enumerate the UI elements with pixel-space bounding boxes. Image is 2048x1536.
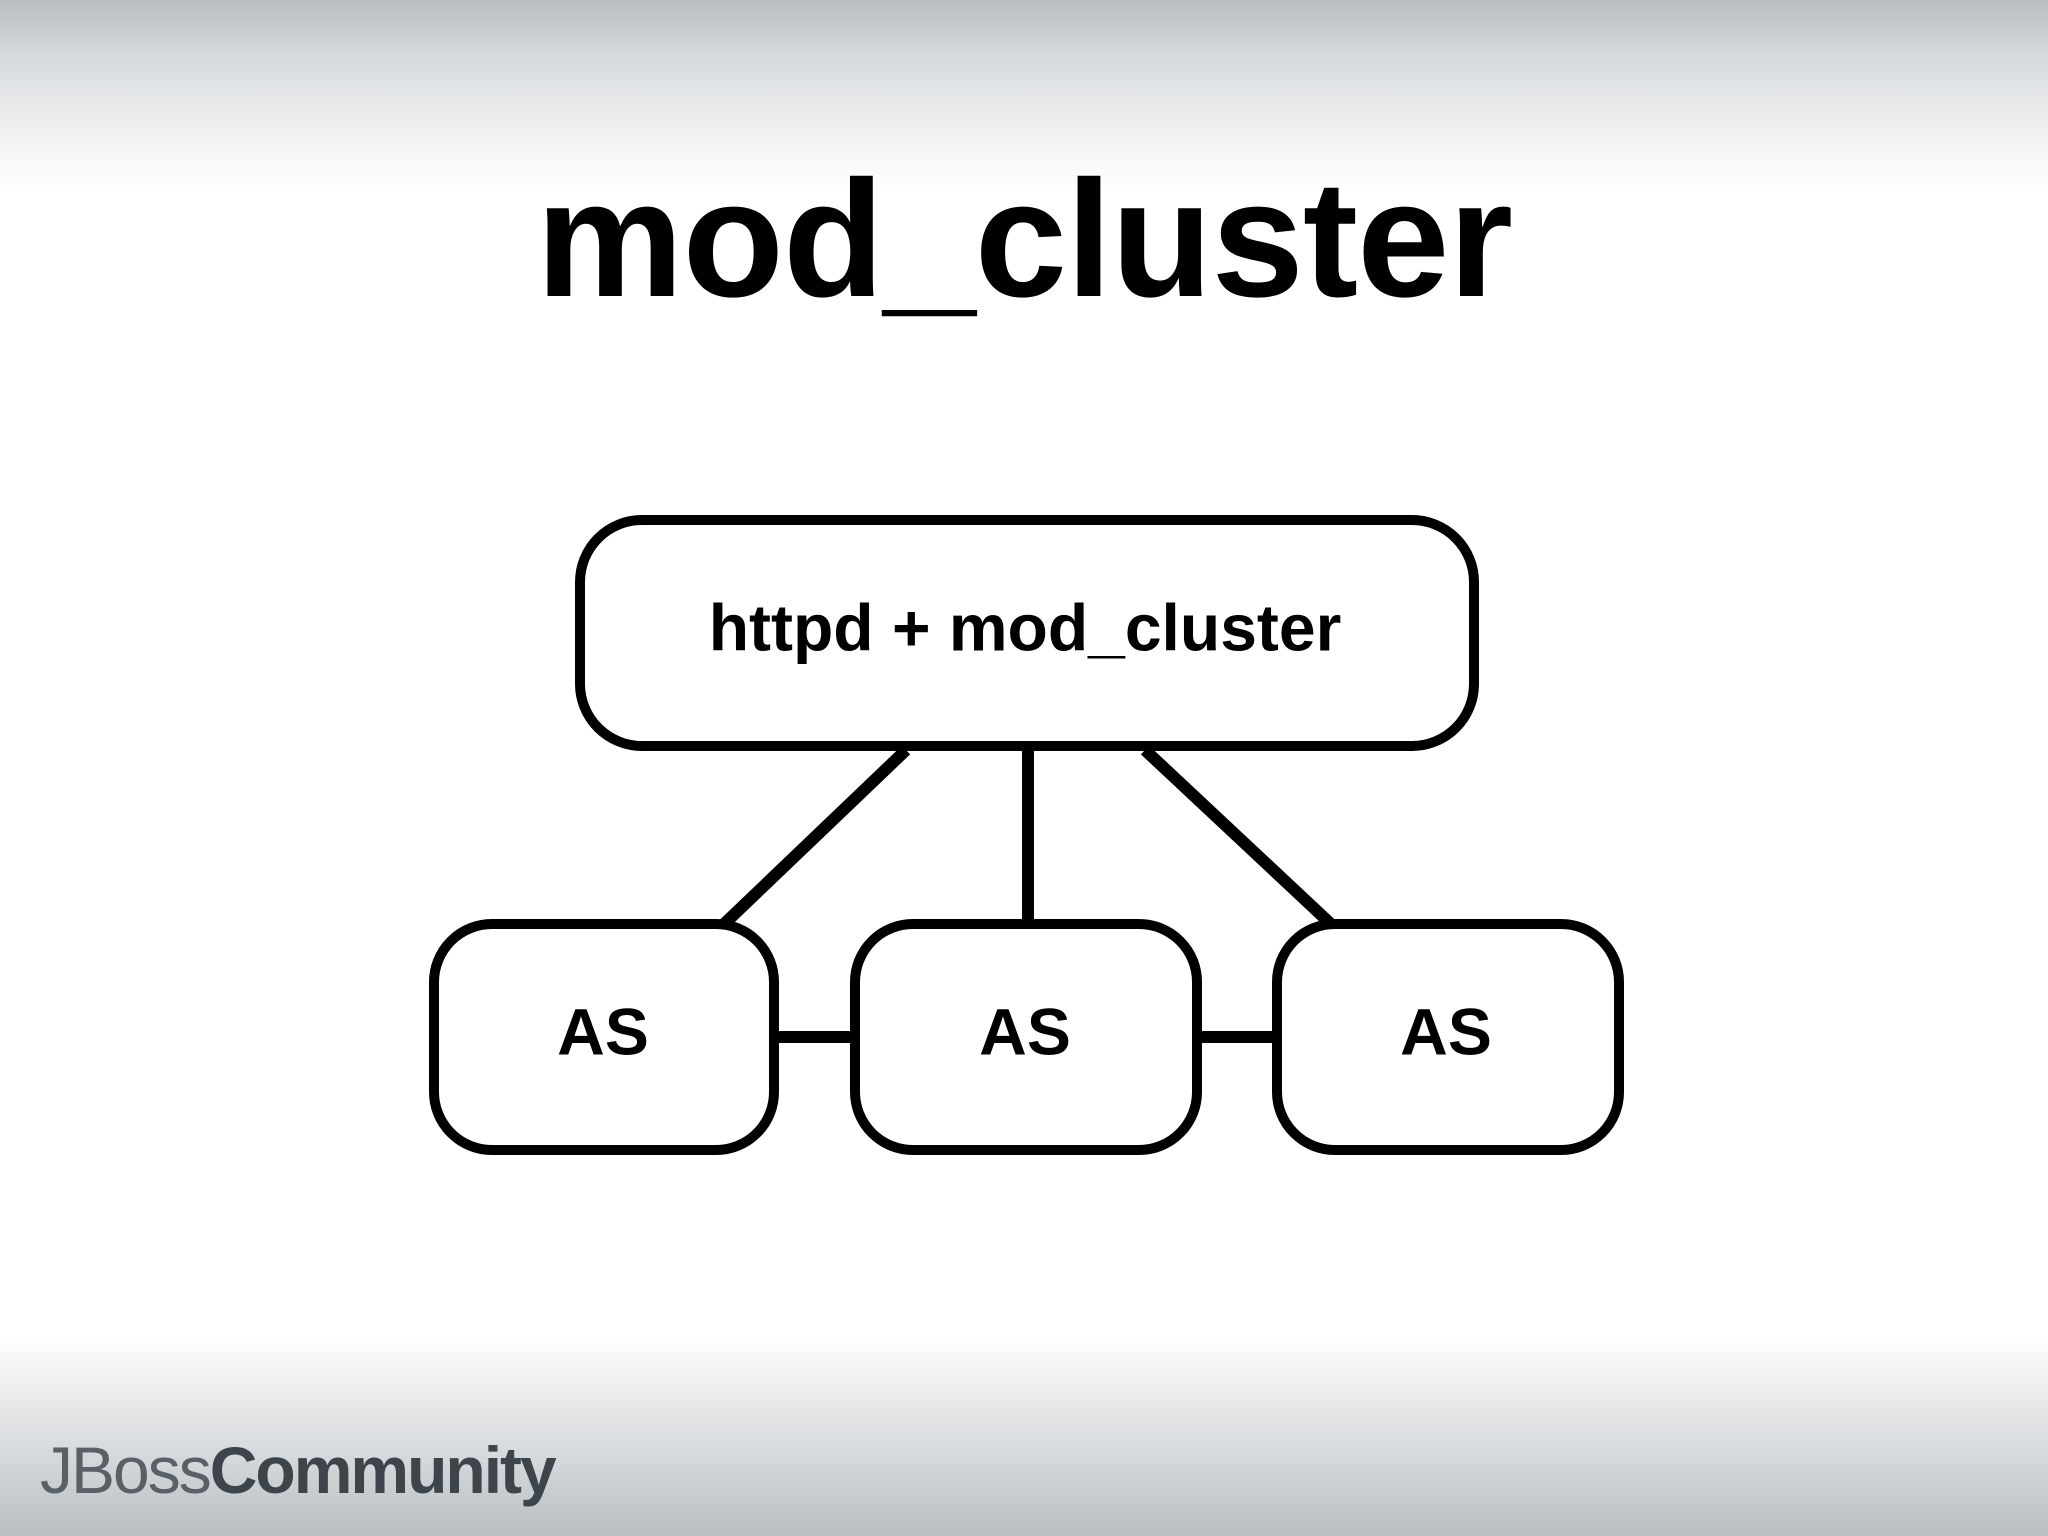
node-as: AS xyxy=(1272,919,1624,1155)
node-as: AS xyxy=(850,919,1202,1155)
logo-word-community: Community xyxy=(209,1433,557,1507)
node-label: AS xyxy=(1400,994,1492,1068)
edge-balancer-as3 xyxy=(1140,745,1338,931)
node-label: httpd + mod_cluster xyxy=(709,590,1342,664)
node-label: AS xyxy=(557,994,649,1068)
footer-texture xyxy=(0,1336,2048,1536)
jboss-community-logo: JBossCommunity xyxy=(40,1430,557,1510)
node-as: AS xyxy=(429,919,779,1155)
header-texture xyxy=(0,0,2048,190)
slide-title: mod_cluster xyxy=(535,147,1513,332)
node-balancer: httpd + mod_cluster xyxy=(575,515,1479,751)
node-label: AS xyxy=(979,994,1071,1068)
logo-word-jboss: JBoss xyxy=(40,1433,212,1507)
edge-balancer-as1 xyxy=(717,745,911,931)
